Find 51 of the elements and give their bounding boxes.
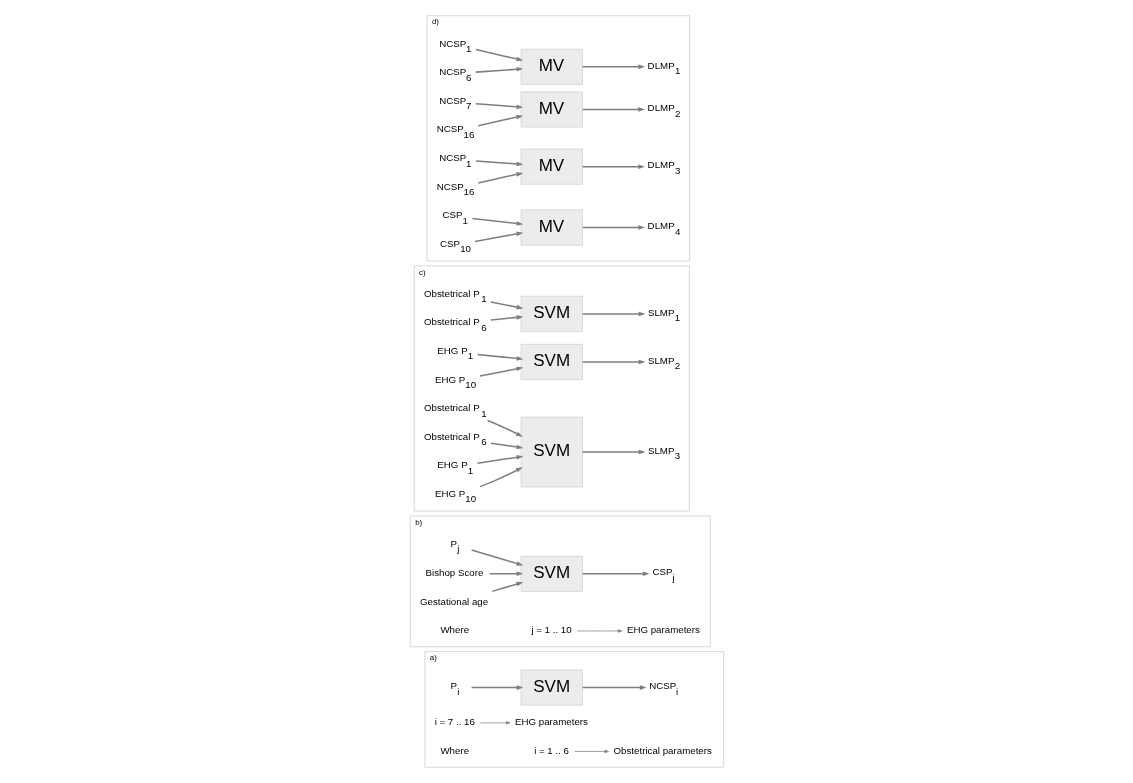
arrow	[474, 160, 523, 167]
arrow	[581, 359, 645, 365]
node-box: SVM	[520, 344, 583, 380]
arrow	[581, 685, 647, 690]
node-text: i = 1 .. 6	[533, 744, 569, 756]
arrow	[581, 225, 645, 230]
arrow	[479, 721, 510, 725]
arrow	[581, 311, 645, 317]
node-box: MV	[520, 148, 583, 185]
arrow	[470, 685, 523, 690]
node-text: j = 1 .. 10	[530, 624, 572, 636]
arrow	[488, 571, 523, 577]
node-text: EHG parameters	[626, 624, 700, 636]
arrow	[489, 301, 523, 310]
node-box: MV	[520, 209, 583, 246]
node-text: EHG parameters	[514, 716, 588, 728]
arrow	[474, 66, 523, 73]
arrow	[573, 749, 609, 754]
label: Where	[439, 744, 469, 756]
arrow	[474, 102, 523, 110]
node-text: i = 7 .. 16	[434, 716, 475, 728]
arrow	[581, 449, 645, 455]
node-box: SVM	[520, 669, 583, 706]
arrow	[471, 217, 523, 226]
arrow	[477, 172, 523, 184]
arrow	[489, 315, 523, 321]
arrow	[476, 353, 523, 361]
node-box: MV	[520, 48, 583, 85]
node-text: Gestational age	[419, 595, 488, 607]
arrow	[470, 549, 523, 566]
arrow	[581, 571, 650, 577]
arrow	[581, 64, 645, 70]
arrow	[474, 48, 523, 62]
arrow	[581, 164, 645, 169]
arrow	[576, 629, 622, 633]
node-text: Obstetrical parameters	[613, 744, 712, 756]
arrow	[489, 442, 523, 450]
arrow	[478, 467, 523, 488]
node-box: SVM	[520, 295, 583, 332]
node-box: SVM	[520, 555, 583, 592]
arrow	[491, 581, 523, 593]
arrow	[477, 114, 523, 127]
node-text: Bishop Score	[425, 567, 483, 579]
label: Where	[439, 624, 469, 636]
arrow	[473, 231, 523, 243]
node-box: MV	[520, 91, 583, 128]
arrow	[581, 107, 645, 112]
arrow	[476, 455, 523, 465]
arrow	[486, 419, 523, 437]
node-box: SVM	[520, 416, 583, 488]
arrow	[478, 366, 523, 377]
